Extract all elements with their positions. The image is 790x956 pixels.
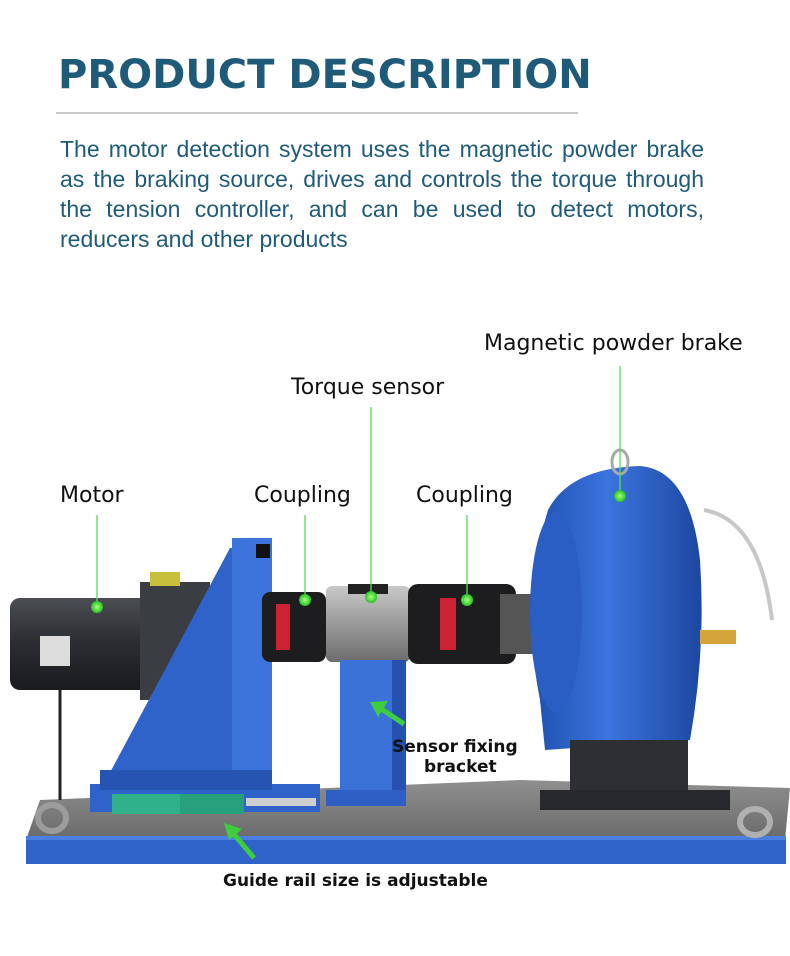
eye-bolt-right — [737, 806, 773, 838]
title-divider — [56, 112, 578, 114]
label-coupling-left: Coupling — [254, 483, 351, 508]
torque-sensor — [326, 584, 410, 662]
magnetic-powder-brake — [530, 448, 774, 810]
dot-coupling-right — [461, 594, 473, 606]
sensor-bracket — [326, 660, 406, 806]
coupling-right — [408, 584, 534, 664]
label-sensor-fixing-bracket-line2: bracket — [424, 757, 497, 777]
label-torque-sensor: Torque sensor — [291, 375, 445, 400]
eye-bolt-left — [35, 802, 69, 834]
dot-motor — [91, 601, 103, 613]
arrow-guide-rail-icon — [224, 823, 256, 860]
dot-torque-sensor — [365, 591, 377, 603]
motor — [10, 572, 210, 800]
product-description: The motor detection system uses the magn… — [60, 136, 704, 252]
page-title: PRODUCT DESCRIPTION — [58, 52, 592, 98]
label-magnetic-powder-brake: Magnetic powder brake — [484, 331, 743, 356]
label-sensor-fixing-bracket-line1: Sensor fixing — [392, 737, 518, 757]
label-motor: Motor — [60, 483, 124, 508]
label-coupling-right: Coupling — [416, 483, 513, 508]
coupling-left — [262, 592, 326, 662]
label-guide-rail: Guide rail size is adjustable — [223, 871, 488, 891]
callout-dots — [91, 490, 626, 613]
callout-lines — [96, 366, 621, 606]
dot-brake — [614, 490, 626, 502]
arrow-sensor-bracket-icon — [370, 701, 406, 727]
motor-bracket — [100, 538, 272, 790]
dot-coupling-left — [299, 594, 311, 606]
